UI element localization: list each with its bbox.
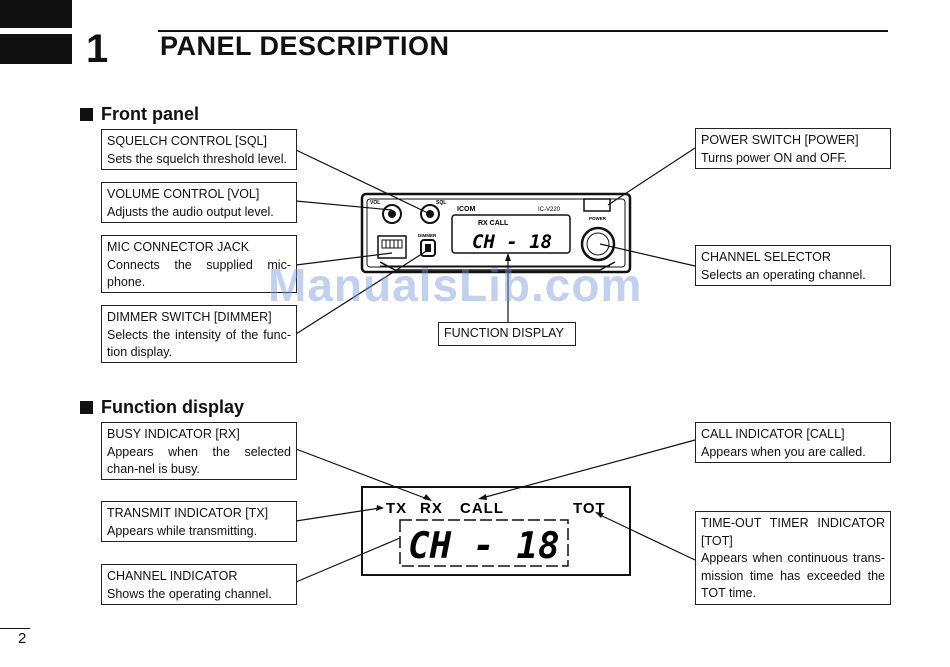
callout-title: BUSY INDICATOR [RX] — [107, 427, 240, 441]
front-lcd-channel: CH - 18 — [472, 231, 552, 253]
callout-title: MIC CONNECTOR JACK — [107, 240, 250, 254]
callout-desc: Adjusts the audio output level. — [107, 204, 274, 219]
header-rule — [158, 30, 888, 32]
power-switch-icon — [583, 198, 611, 212]
brand-logo: ICOM — [457, 206, 475, 213]
callout-desc: Appears when you are called. — [701, 444, 866, 459]
lcd-tx-indicator: TX — [386, 500, 407, 517]
callout-title: TIME-OUT TIMER INDICATOR [TOT] — [701, 516, 885, 548]
vol-label: VOL — [370, 200, 380, 206]
callout-dimmer-switch: DIMMER SWITCH [DIMMER] Selects the inten… — [101, 305, 297, 363]
callout-title: CALL INDICATOR [CALL] — [701, 427, 845, 441]
callout-transmit-indicator: TRANSMIT INDICATOR [TX] Appears while tr… — [101, 501, 297, 542]
callout-call-indicator: CALL INDICATOR [CALL] Appears when you a… — [695, 422, 891, 463]
callout-desc: Sets the squelch threshold level. — [107, 151, 287, 166]
function-display-lcd: TX RX CALL TOT CH - 18 — [361, 486, 631, 576]
callout-title: FUNCTION DISPLAY — [444, 326, 564, 340]
chapter-tab-bottom — [0, 34, 72, 64]
callout-power-switch: POWER SWITCH [POWER] Turns power ON and … — [695, 128, 891, 169]
callout-mic-connector: MIC CONNECTOR JACK Connects the supplied… — [101, 235, 297, 293]
watermark: ManualsLib.com — [268, 259, 643, 311]
callout-function-display: FUNCTION DISPLAY — [438, 322, 576, 346]
callout-tot-indicator: TIME-OUT TIMER INDICATOR [TOT] Appears w… — [695, 511, 891, 605]
callout-desc: Selects the intensity of the func-tion d… — [107, 327, 291, 360]
model-label: IC-V220 — [538, 207, 561, 213]
callout-desc: Connects the supplied mic-phone. — [107, 257, 291, 290]
callout-title: DIMMER SWITCH [DIMMER] — [107, 310, 272, 324]
callout-desc: Appears when continuous trans-mission ti… — [701, 551, 885, 600]
callout-title: SQUELCH CONTROL [SQL] — [107, 134, 267, 148]
callout-desc: Appears while transmitting. — [107, 523, 258, 538]
page-number: 2 — [18, 630, 27, 647]
function-display-heading: Function display — [80, 397, 244, 418]
callout-busy-indicator: BUSY INDICATOR [RX] Appears when the sel… — [101, 422, 297, 480]
front-panel-heading-text: Front panel — [101, 104, 199, 124]
front-lcd — [451, 214, 571, 254]
footer-rule — [0, 628, 30, 629]
callout-desc: Turns power ON and OFF. — [701, 150, 848, 165]
callout-desc: Selects an operating channel. — [701, 267, 866, 282]
chapter-title: PANEL DESCRIPTION — [160, 31, 450, 61]
lcd-channel-indicator: CH - 18 — [408, 526, 560, 567]
callout-desc: Appears when the selected chan-nel is bu… — [107, 444, 291, 477]
callout-title: CHANNEL SELECTOR — [701, 250, 831, 264]
callout-channel-selector: CHANNEL SELECTOR Selects an operating ch… — [695, 245, 891, 286]
dimmer-label: DIMMER — [418, 233, 437, 238]
function-display-leaders — [295, 439, 696, 583]
chapter-tab-top — [0, 0, 72, 28]
bullet-square-icon — [80, 108, 93, 121]
chapter-number: 1 — [86, 27, 109, 71]
front-lcd-indicators: RX CALL — [478, 220, 509, 227]
front-panel-leaders — [295, 147, 696, 335]
sql-label: SQL — [436, 200, 446, 206]
callout-title: POWER SWITCH [POWER] — [701, 133, 859, 147]
callout-title: TRANSMIT INDICATOR [TX] — [107, 506, 269, 520]
callout-title: VOLUME CONTROL [VOL] — [107, 187, 260, 201]
callout-squelch-control: SQUELCH CONTROL [SQL] Sets the squelch t… — [101, 129, 297, 170]
callout-title: CHANNEL INDICATOR — [107, 569, 238, 583]
lcd-rx-indicator: RX — [420, 500, 443, 517]
power-label: POWER — [589, 216, 607, 221]
lcd-call-indicator: CALL — [460, 500, 504, 517]
bullet-square-icon — [80, 401, 93, 414]
callout-volume-control: VOLUME CONTROL [VOL] Adjusts the audio o… — [101, 182, 297, 223]
callout-channel-indicator: CHANNEL INDICATOR Shows the operating ch… — [101, 564, 297, 605]
function-display-heading-text: Function display — [101, 397, 245, 417]
callout-desc: Shows the operating channel. — [107, 586, 272, 601]
front-panel-heading: Front panel — [80, 104, 199, 125]
